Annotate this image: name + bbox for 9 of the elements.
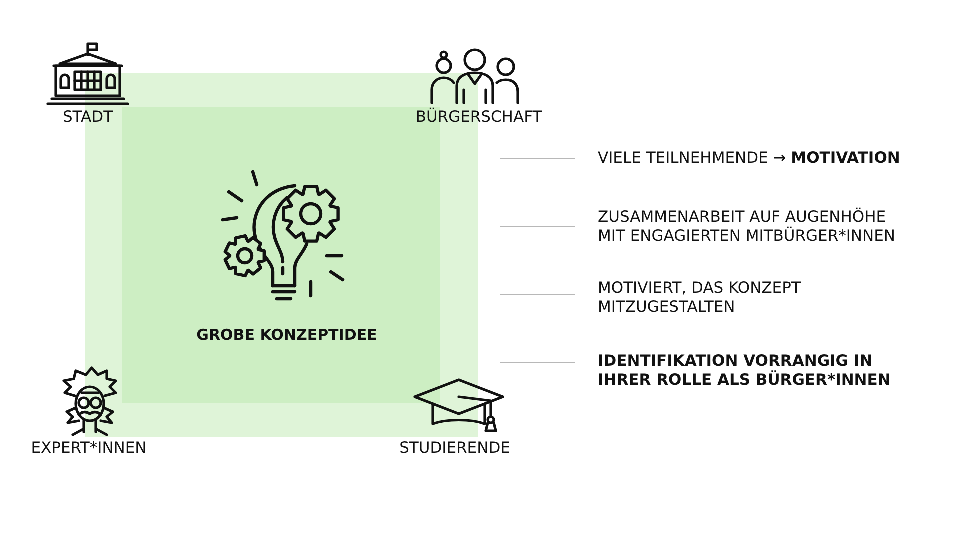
- group-label: BÜRGERSCHAFT: [416, 108, 542, 127]
- point-text: ZUSAMMENARBEIT AUF AUGENHÖHE MIT ENGAGIERTEN MITBÜRGER*INNEN: [598, 208, 897, 246]
- group-label: STADT: [62, 108, 114, 127]
- group-label: STUDIERENDE: [400, 439, 510, 458]
- concept-title: GROBE KONZEPTIDEE: [196, 326, 378, 345]
- point-text: VIELE TEILNEHMENDE → MOTIVATION: [598, 149, 902, 168]
- group-label: EXPERT*INNEN: [31, 439, 147, 458]
- point-text: IDENTIFIKATION VORRANGIG IN IHRER ROLLE ALS BÜRGER*INNEN: [598, 352, 892, 390]
- point-text: MOTIVIERT, DAS KONZEPT MITZUGESTALTEN: [598, 279, 802, 317]
